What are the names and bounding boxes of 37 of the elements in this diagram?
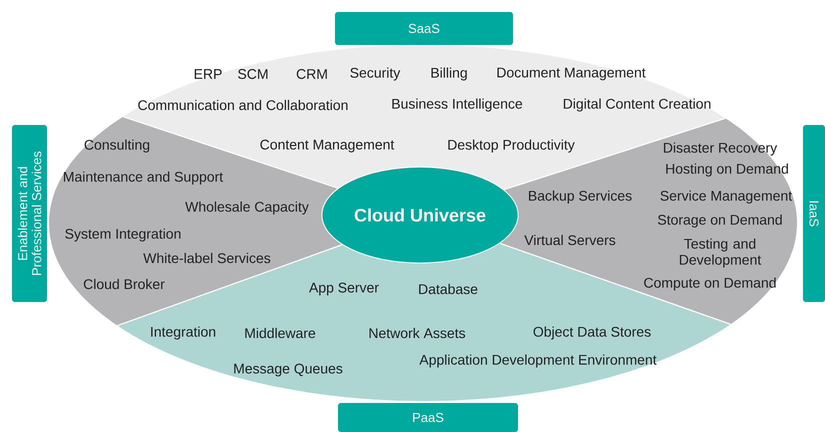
service-label: SCM xyxy=(238,69,268,79)
service-label: Integration xyxy=(151,326,216,340)
service-label: Cloud Broker xyxy=(84,278,165,290)
service-label: System Integration xyxy=(65,228,180,242)
service-label: CRM xyxy=(296,69,327,79)
service-label: ERP xyxy=(194,69,222,79)
service-label: Maintenance and Support xyxy=(64,171,224,185)
service-label: Billing xyxy=(431,67,467,81)
service-label: Communication and Collaboration xyxy=(138,100,348,110)
service-label: Content Management xyxy=(260,140,394,152)
service-label: Business Intelligence xyxy=(392,98,522,112)
category-tab: IaaS xyxy=(803,125,825,302)
service-label: Security xyxy=(350,67,400,81)
category-tab: PaaS xyxy=(338,403,518,432)
service-label: Virtual Servers xyxy=(524,234,616,246)
category-tab: Enablement and Professional Services xyxy=(12,125,47,302)
service-label: App Server xyxy=(309,282,379,296)
service-label: Service Management xyxy=(660,190,792,204)
service-label: Disaster Recovery xyxy=(664,142,778,156)
service-label: Document Management xyxy=(497,68,646,80)
service-label: Middleware xyxy=(245,328,316,338)
service-label: Application Development Environment xyxy=(419,354,657,368)
service-label: Compute on Demand xyxy=(644,277,776,291)
service-label: Storage on Demand xyxy=(658,214,782,228)
service-label: Backup Services xyxy=(529,190,632,204)
category-tab: SaaS xyxy=(335,12,513,45)
service-label: Testing and Development xyxy=(680,238,762,268)
service-label: Message Queues xyxy=(234,364,342,376)
service-label: Consulting xyxy=(84,139,150,153)
service-label: Wholesale Capacity xyxy=(185,201,309,215)
service-label: White-label Services xyxy=(143,252,270,264)
service-label: Object Data Stores xyxy=(534,326,651,340)
service-label: Network Assets xyxy=(370,328,466,338)
service-label: Database xyxy=(419,284,478,294)
service-label: Hosting on Demand xyxy=(666,163,788,177)
service-label: Digital Content Creation xyxy=(564,98,710,112)
service-label: Desktop Productivity xyxy=(448,139,575,153)
